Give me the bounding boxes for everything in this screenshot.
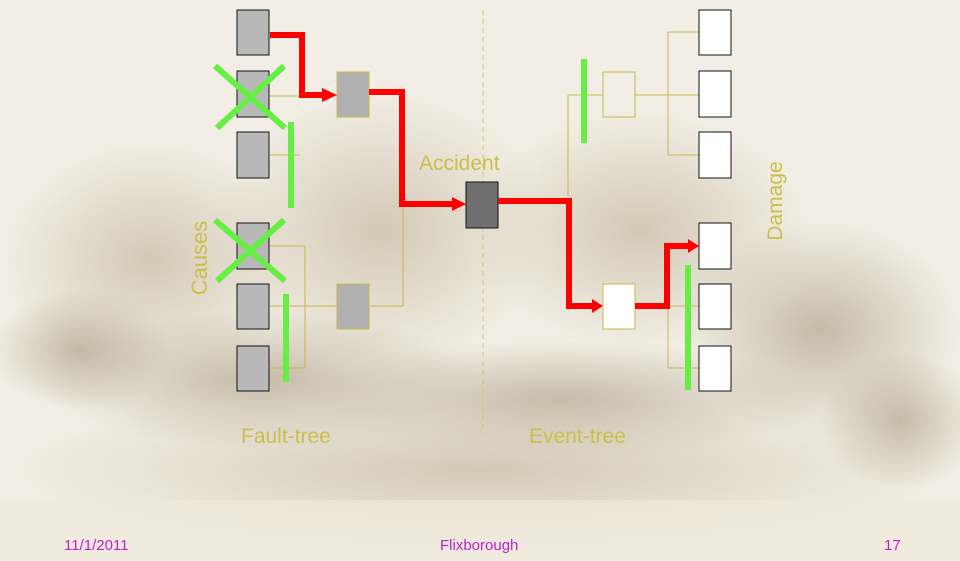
cause-boxes	[237, 10, 269, 391]
cause-box	[237, 10, 269, 55]
arrowhead-icon	[452, 197, 466, 211]
arrowhead-icon	[592, 299, 603, 313]
event-tree-nodes	[603, 72, 635, 117]
damage-box	[699, 223, 731, 269]
gate-box-lower	[337, 284, 369, 329]
cause-box	[237, 284, 269, 329]
footer-title: Flixborough	[440, 537, 518, 554]
arrowhead-icon	[688, 239, 699, 253]
damage-box	[699, 284, 731, 329]
fault-tree-label: Fault-tree	[241, 425, 331, 449]
causes-label: Causes	[187, 221, 213, 296]
damage-label: Damage	[764, 161, 788, 240]
accident-box	[466, 182, 498, 228]
event-node-lower	[603, 284, 635, 329]
accident-label: Accident	[419, 152, 500, 176]
damage-boxes	[699, 10, 731, 391]
footer-page-number: 17	[884, 537, 901, 554]
cause-box	[237, 346, 269, 391]
cause-box	[237, 132, 269, 178]
fault-tree-gates	[337, 72, 369, 329]
gate-box-upper	[337, 72, 369, 117]
damage-box	[699, 132, 731, 178]
arrowhead-icon	[322, 88, 337, 102]
damage-box	[699, 10, 731, 55]
damage-box	[699, 71, 731, 117]
event-node-upper	[603, 72, 635, 117]
event-tree-label: Event-tree	[529, 425, 626, 449]
damage-box	[699, 346, 731, 391]
footer-date: 11/1/2011	[64, 537, 129, 554]
